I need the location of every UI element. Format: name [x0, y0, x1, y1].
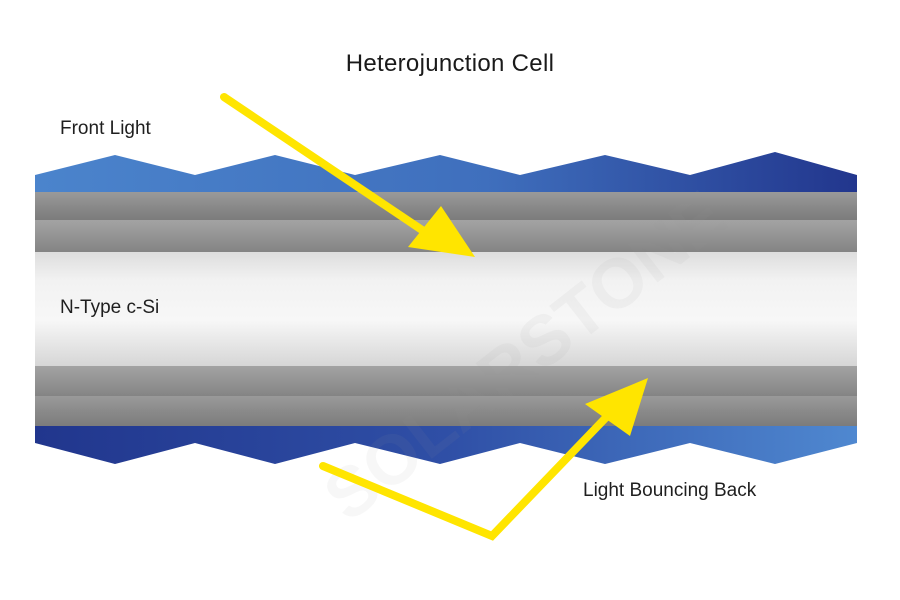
top-tco-layer	[35, 152, 857, 192]
back-light-arrow	[319, 378, 648, 541]
front-light-arrow	[220, 93, 475, 257]
bottom-amorphous-layer-inner	[35, 366, 857, 396]
bottom-tco-layer	[35, 426, 857, 464]
back-light-label: Light Bouncing Back	[583, 480, 757, 501]
front-light-label: Front Light	[60, 118, 151, 139]
diagram-title: Heterojunction Cell	[345, 50, 555, 77]
n-type-wafer-layer	[35, 252, 857, 366]
wafer-label: N-Type c-Si	[60, 297, 160, 318]
bottom-amorphous-layer-outer	[35, 396, 857, 426]
